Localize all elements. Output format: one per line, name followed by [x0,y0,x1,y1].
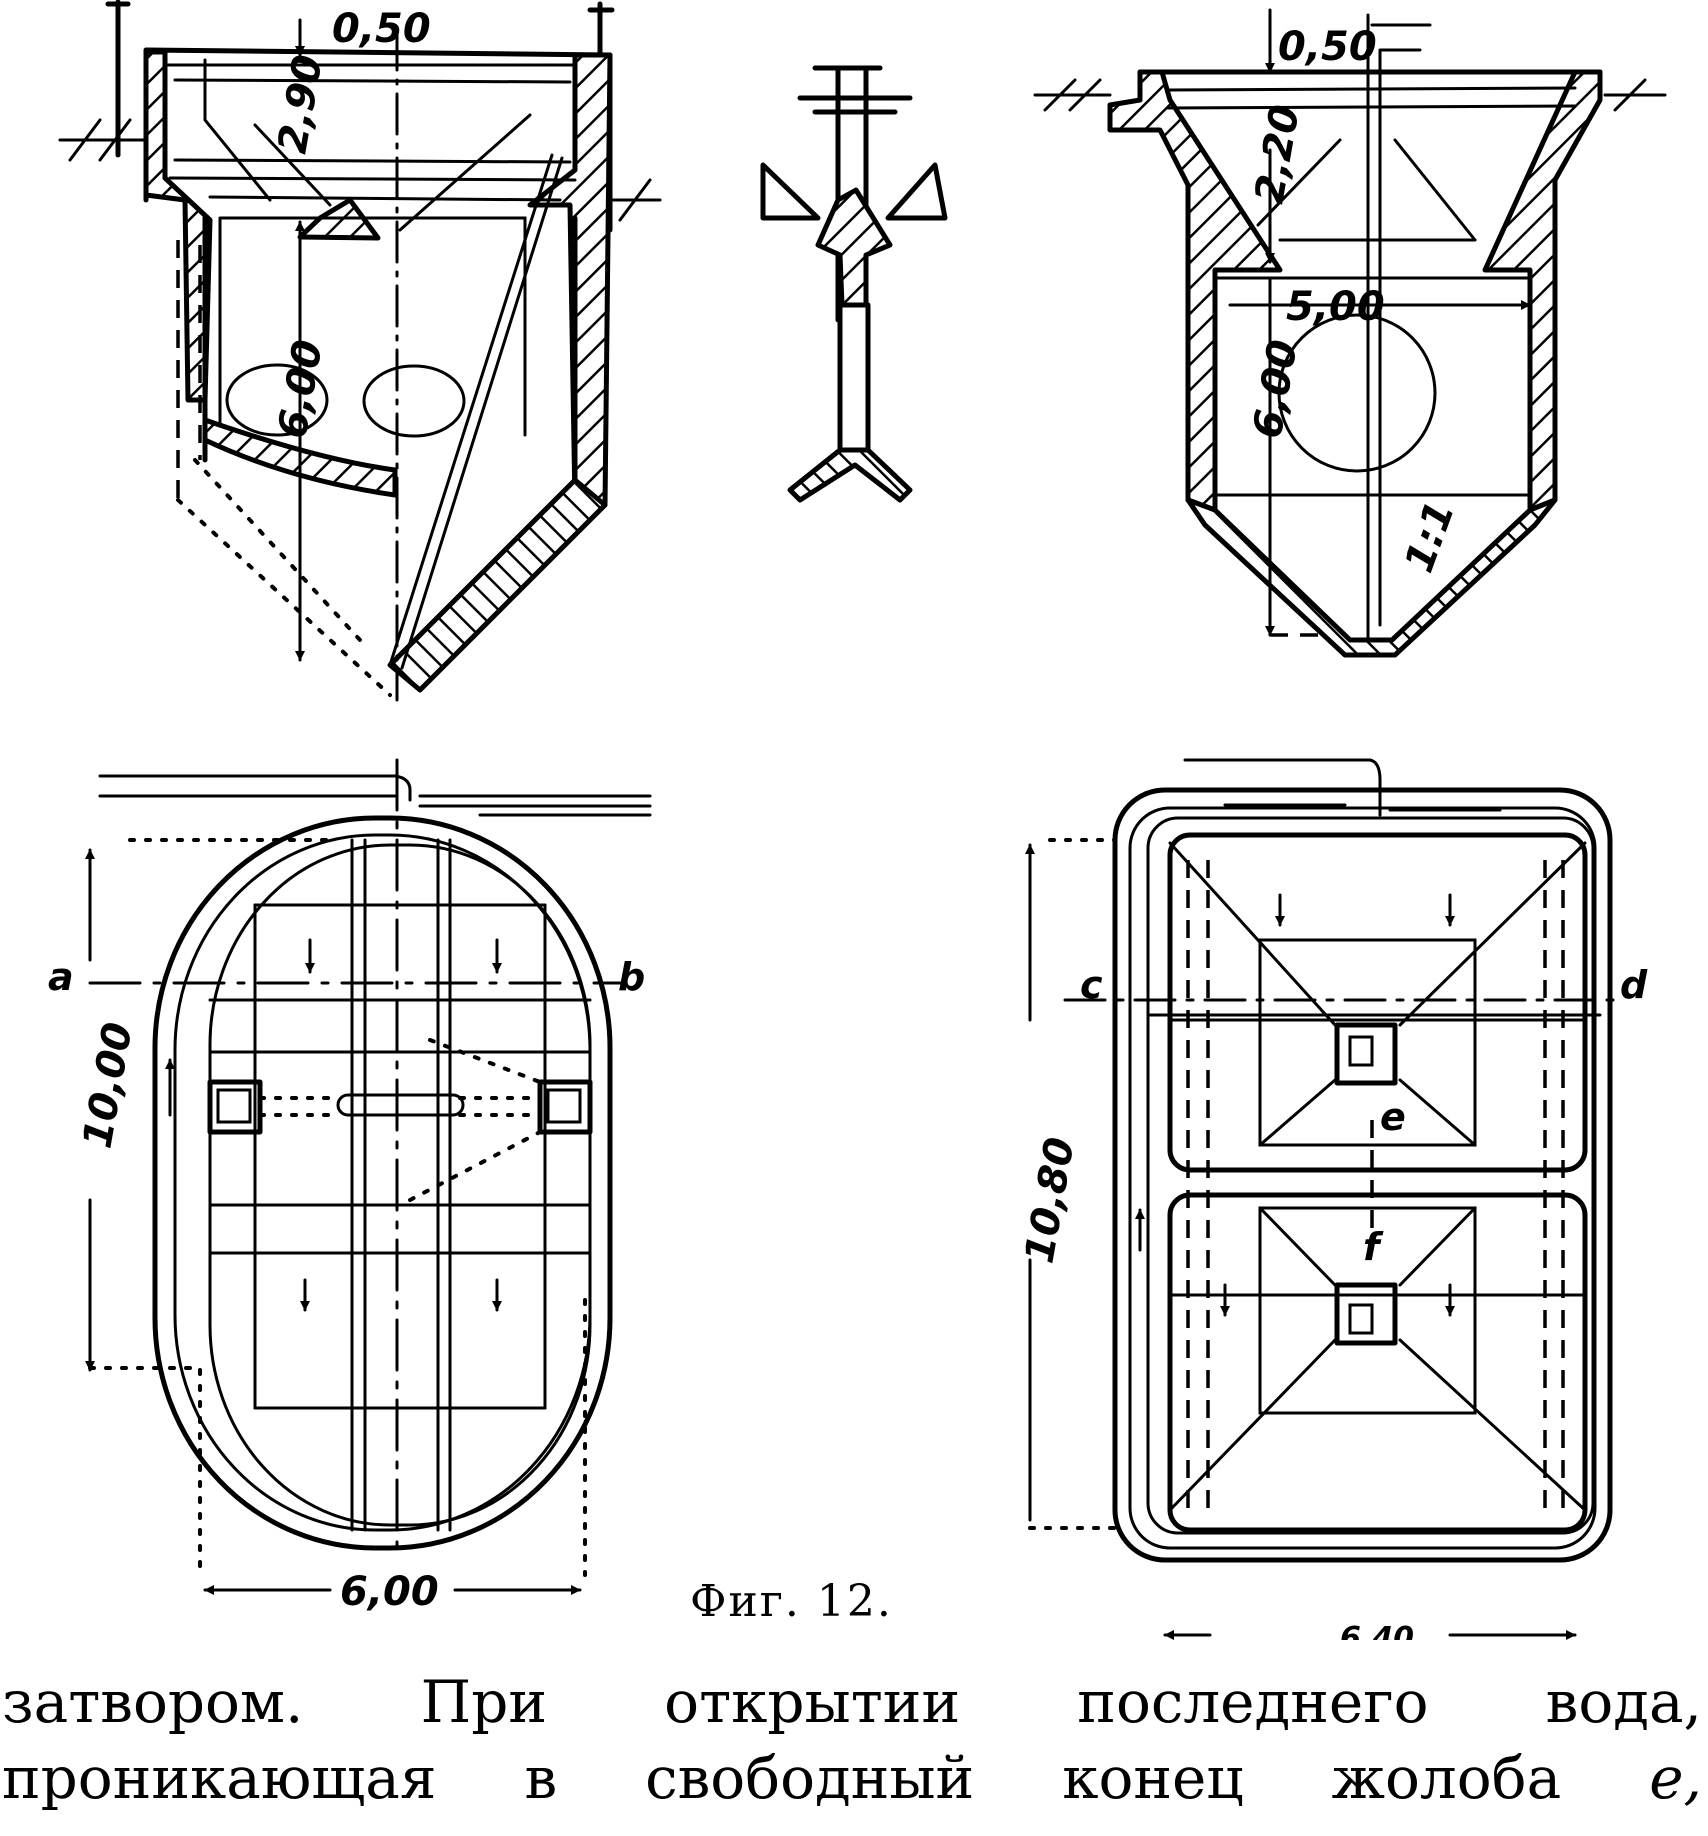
right-section-dim-lower: 6,00 [1245,337,1307,442]
left-plan-view [85,758,652,1595]
figure-caption: Фиг. 12. [690,1576,893,1627]
left-vertical-section [58,0,662,702]
body-word: вода, [1545,1668,1702,1736]
left-section-dim-upper: 2,90 [270,52,332,157]
body-word: последнего [1077,1668,1429,1736]
body-word: затвором. [2,1668,304,1736]
body-text: затвором. При открытии последнего вода, … [2,1664,1702,1816]
right-plan-view [1025,758,1622,1640]
right-plan-dim-width: 6,40 [1340,1621,1414,1640]
right-vertical-section [1033,8,1667,658]
right-section-dim-width: 5,00 [1286,284,1385,330]
body-line-1: затвором. При открытии последнего вода, [2,1664,1702,1740]
right-plan-section-mark-c: c [1080,963,1103,1007]
right-plan-section-mark-d: d [1620,963,1648,1007]
body-word: проникающая [2,1744,437,1812]
body-word: конец [1062,1744,1244,1812]
right-plan-chute-f: f [1363,1225,1384,1269]
body-word: в [524,1744,558,1812]
right-plan-dim-length: 10,80 [1017,1134,1084,1267]
right-oval-opening [362,364,466,438]
body-word: свободный [645,1744,975,1812]
left-plan-dim-width: 6,00 [340,1569,439,1615]
right-plan-chute-e: e [1380,1095,1406,1139]
right-section-circle [1277,313,1437,473]
left-oval-opening [225,363,329,437]
body-word: открытии [664,1668,961,1736]
left-plan-section-mark-b: b [618,955,645,999]
body-word: При [420,1668,548,1736]
right-section-slope: 1:1 [1396,495,1464,578]
body-word: жолоба [1331,1744,1562,1812]
left-section-dim-top: 0,50 [332,6,431,52]
body-line-2: проникающая в свободный конец жолоба e, [2,1740,1702,1816]
right-section-dim-upper: 2,20 [1247,102,1309,207]
body-word: e, [1649,1744,1702,1812]
left-plan-section-mark-a: a [48,955,74,999]
technical-drawing-figure: 0,50 2,90 6,00 0,50 [48,0,1667,1640]
middle-detail-section [760,65,948,503]
left-section-dim-lower: 6,00 [270,337,332,442]
right-section-dim-top: 0,50 [1278,24,1377,70]
left-plan-dim-length: 10,00 [75,1019,142,1152]
